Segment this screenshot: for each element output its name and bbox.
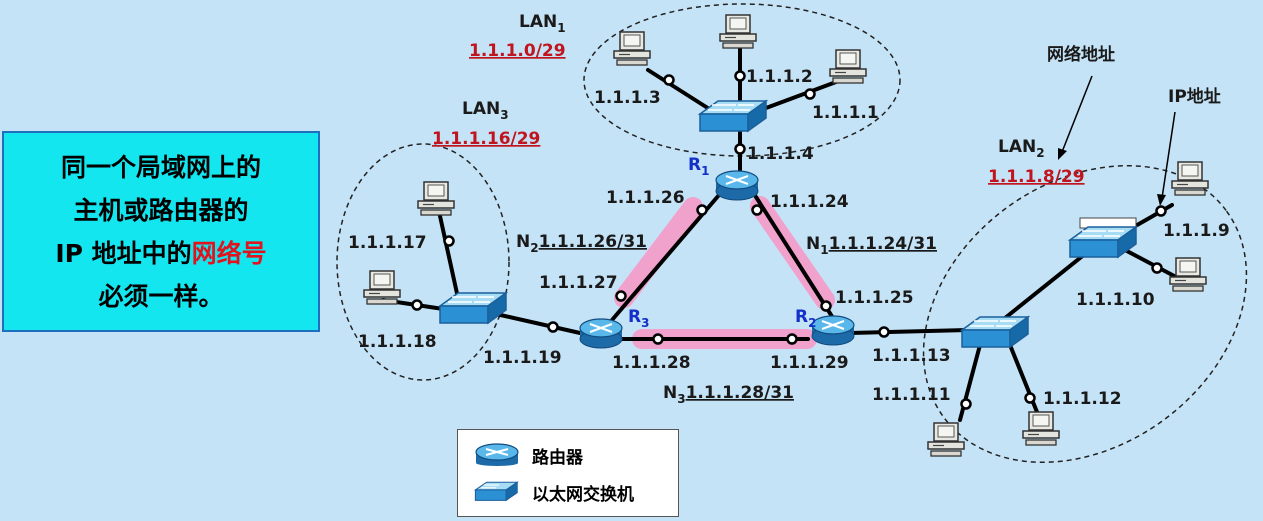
- ip-address-arrowhead: [1157, 194, 1166, 206]
- ip-label: 1.1.1.11: [872, 385, 951, 405]
- network-number-highlight: 网络号: [191, 238, 267, 268]
- interface-dot: [960, 398, 972, 410]
- router-icon: [475, 443, 519, 466]
- lan1-label: LAN1: [519, 12, 566, 35]
- host-pc-icon: [1022, 411, 1060, 446]
- host-pc-icon: [613, 31, 651, 66]
- host-pc-icon: [829, 49, 867, 84]
- interface-dot: [663, 74, 675, 86]
- ip-label: 1.1.1.10: [1076, 290, 1155, 310]
- host-pc-icon: [417, 181, 455, 216]
- ip-label: 1.1.1.1: [812, 103, 879, 123]
- ip-label: 1.1.1.26: [606, 188, 685, 208]
- router-r1-icon: [715, 170, 759, 201]
- router-r3-icon: [579, 318, 623, 349]
- interface-dot: [804, 88, 816, 100]
- lan2-boundary: [922, 164, 1248, 464]
- legend-router-row: 路由器: [474, 442, 583, 468]
- lan2-label: LAN2: [998, 137, 1045, 160]
- ip-label: 1.1.1.9: [1163, 221, 1230, 241]
- host-pc-icon: [927, 422, 965, 457]
- link-switch-host-17: [438, 214, 460, 300]
- note-line-2: 主机或路由器的: [73, 195, 249, 225]
- ip-label: 1.1.1.13: [872, 346, 951, 366]
- ip-label: 1.1.1.27: [539, 273, 618, 293]
- link-switch-host-10: [1123, 248, 1180, 280]
- legend: 路由器 以太网交换机: [457, 429, 679, 517]
- interface-dot: [443, 235, 455, 247]
- ip-label: 1.1.1.18: [358, 332, 437, 352]
- lan3-network: 1.1.1.16/29: [432, 129, 540, 149]
- ip-label: 1.1.1.19: [483, 348, 562, 368]
- ip-label: 1.1.1.25: [835, 288, 914, 308]
- ip-label: 1.1.1.4: [747, 144, 814, 164]
- lan2-network: 1.1.1.8/29: [988, 167, 1085, 187]
- interface-dot: [734, 70, 746, 82]
- note-box: 同一个局域网上的 主机或路由器的 IP 地址中的网络号 必须一样。: [2, 131, 320, 332]
- link-switch-host-1: [764, 80, 838, 110]
- note-line-3: IP 地址中的网络号: [55, 238, 267, 268]
- interface-dot: [820, 300, 832, 312]
- lan3-label: LAN3: [462, 99, 509, 122]
- n2-highlight: [614, 197, 703, 308]
- legend-switch-row: 以太网交换机: [474, 478, 634, 506]
- link-r1-r2: [747, 184, 835, 320]
- lan3-switch-icon: [439, 292, 507, 324]
- interface-dot: [878, 326, 890, 338]
- interface-dot: [547, 321, 559, 333]
- router-r2-icon: [811, 315, 855, 346]
- lan2-switch-icon: [961, 316, 1029, 348]
- router-r3-label: R3: [628, 307, 649, 330]
- interface-dot: [751, 204, 763, 216]
- network-address-arrowhead: [1058, 148, 1067, 160]
- interface-dot: [696, 204, 708, 216]
- interface-dot: [411, 299, 423, 311]
- ip-label: 1.1.1.17: [348, 233, 427, 253]
- lan3-boundary: [336, 143, 510, 381]
- ip-label: 1.1.1.29: [770, 353, 849, 373]
- interface-dot: [786, 333, 798, 345]
- network-address-annotation: 网络地址: [1047, 44, 1115, 65]
- link-switch-host-3: [646, 68, 716, 114]
- router-r2-label: R2: [795, 307, 816, 330]
- ip-address-arrow: [1161, 111, 1176, 199]
- host-pc-icon: [363, 270, 401, 305]
- ip-address-annotation: IP地址: [1168, 86, 1221, 107]
- interface-dot: [1024, 392, 1036, 404]
- note-line-1: 同一个局域网上的: [60, 152, 261, 182]
- legend-switch-label: 以太网交换机: [532, 484, 634, 505]
- lan1-network: 1.1.1.0/29: [469, 41, 566, 61]
- interface-dot: [652, 333, 664, 345]
- host-pc-icon: [1169, 257, 1207, 292]
- interface-dot: [1151, 262, 1163, 274]
- host-pc-icon: [1171, 161, 1209, 196]
- ip-label: 1.1.1.3: [594, 88, 661, 108]
- n3-label: N31.1.1.28/31: [663, 383, 794, 406]
- lan1-switch-icon: [699, 100, 767, 132]
- network-address-arrow: [1061, 75, 1093, 153]
- link-r3-lan3-switch: [494, 312, 582, 335]
- ip-label: 1.1.1.24: [770, 192, 849, 212]
- note-line-4: 必须一样。: [98, 281, 224, 311]
- interface-dot: [1155, 205, 1167, 217]
- interface-dot: [615, 290, 627, 302]
- ip-label: 1.1.1.12: [1043, 389, 1122, 409]
- interface-dot: [734, 143, 746, 155]
- ip-label: 1.1.1.2: [746, 67, 813, 87]
- ip-label: 1.1.1.28: [612, 353, 691, 373]
- link-r2-lan2-switch: [848, 328, 970, 335]
- switch-icon: [474, 481, 519, 502]
- n2-label: N21.1.1.26/31: [516, 232, 647, 255]
- router-r1-label: R1: [688, 155, 709, 178]
- n1-label: N11.1.1.24/31: [806, 234, 937, 257]
- legend-router-label: 路由器: [532, 447, 583, 468]
- host-pc-icon: [719, 14, 757, 49]
